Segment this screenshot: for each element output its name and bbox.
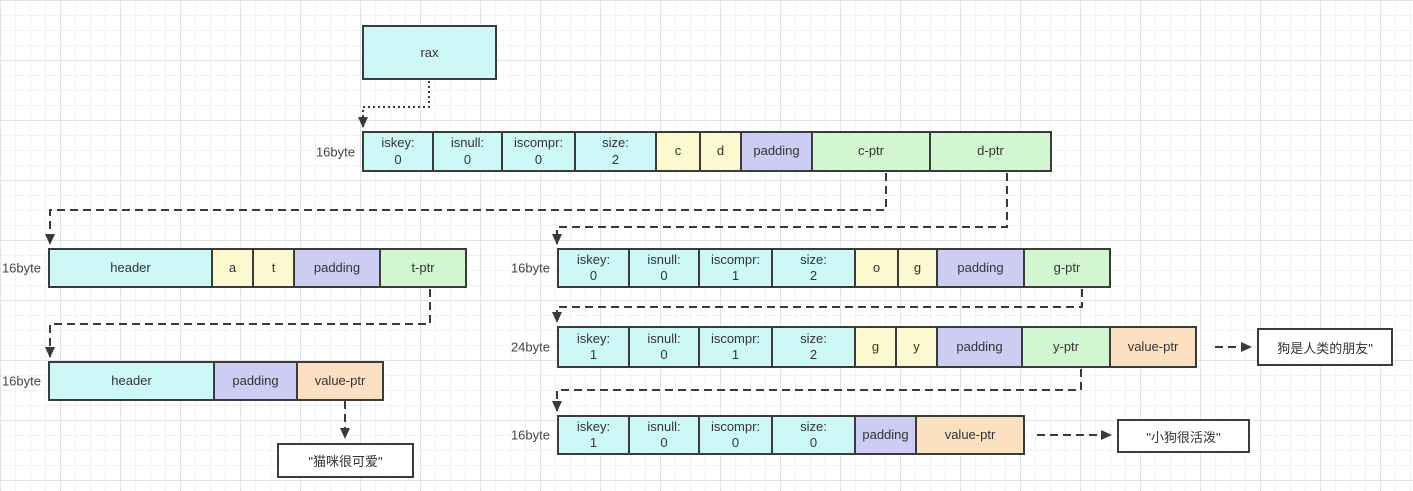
rax-box: rax — [362, 25, 497, 80]
root-node-cell-char-d: d — [699, 131, 742, 172]
puppy-leaf-node-cell-size: size: 0 — [771, 415, 856, 455]
root-node-cell-c-ptr: c-ptr — [811, 131, 931, 172]
cat-leaf-node-cell-header: header — [48, 361, 215, 401]
gy-node-cell-isnull: isnull: 0 — [628, 326, 700, 368]
gy-node-cell-size: size: 2 — [771, 326, 856, 368]
root-node-cell-d-ptr: d-ptr — [929, 131, 1052, 172]
at-node-cell-char-t: t — [252, 248, 295, 288]
gy-node-cell-iskey: iskey: 1 — [557, 326, 630, 368]
t-ptr-to-cat-leaf-node — [45, 289, 431, 358]
og-node-cell-size: size: 2 — [771, 248, 856, 288]
root-node-cell-iskey: iskey: 0 — [362, 131, 434, 172]
cat-leaf-node-cell-value-ptr: value-ptr — [296, 361, 384, 401]
gy-node-cell-y-ptr: y-ptr — [1021, 326, 1111, 368]
cat-value-box: "猫咪很可爱" — [277, 443, 414, 478]
root-node-size-label: 16byte — [315, 144, 355, 159]
g-ptr-to-gy-node — [552, 289, 1083, 323]
at-node-cell-char-a: a — [211, 248, 254, 288]
root-node-cell-padding: padding — [740, 131, 813, 172]
puppy-leaf-node-cell-isnull: isnull: 0 — [628, 415, 700, 455]
cat-leaf-node-cell-padding: padding — [213, 361, 298, 401]
puppy-leaf-node-cell-iscompr: iscompr: 0 — [698, 415, 773, 455]
dog-value-box: 狗是人类的朋友" — [1257, 328, 1393, 366]
gy-node-cell-char-g: g — [854, 326, 897, 368]
puppy-value-box: "小狗很活泼" — [1117, 419, 1250, 453]
at-node-cell-header: header — [48, 248, 213, 288]
gy-node-cell-iscompr: iscompr: 1 — [698, 326, 773, 368]
gy-node-size-label: 24byte — [510, 339, 550, 355]
puppy-leaf-node-cell-value-ptr: value-ptr — [915, 415, 1025, 455]
gy-node-cell-value-ptr: value-ptr — [1109, 326, 1197, 368]
puppy-leaf-node-cell-padding: padding — [854, 415, 917, 455]
gy-node-cell-char-y: y — [895, 326, 938, 368]
y-ptr-to-puppy-leaf-node — [552, 369, 1082, 412]
at-node-size-label: 16byte — [1, 260, 41, 276]
puppy-leaf-node-size-label: 16byte — [510, 427, 550, 443]
d-ptr-to-og-node — [552, 173, 1008, 245]
root-node-cell-size: size: 2 — [574, 131, 657, 172]
root-node-cell-isnull: isnull: 0 — [432, 131, 503, 172]
rax-label: rax — [420, 45, 439, 60]
at-node-cell-t-ptr: t-ptr — [379, 248, 467, 288]
gy-node-cell-padding: padding — [936, 326, 1023, 368]
root-node-cell-char-c: c — [655, 131, 701, 172]
og-node-cell-iscompr: iscompr: 1 — [698, 248, 773, 288]
puppy-leaf-node-cell-iskey: iskey: 1 — [557, 415, 630, 455]
rax-to-root-node — [358, 81, 430, 128]
og-node-cell-isnull: isnull: 0 — [628, 248, 700, 288]
root-node-cell-iscompr: iscompr: 0 — [501, 131, 576, 172]
og-node-cell-char-o: o — [854, 248, 899, 288]
og-node-cell-padding: padding — [936, 248, 1025, 288]
at-node-cell-padding: padding — [293, 248, 381, 288]
c-ptr-to-at-node — [45, 173, 887, 245]
cat-leaf-node-size-label: 16byte — [1, 373, 41, 389]
og-node-cell-iskey: iskey: 0 — [557, 248, 630, 288]
og-node-cell-g-ptr: g-ptr — [1023, 248, 1111, 288]
og-node-cell-char-g: g — [897, 248, 938, 288]
og-node-size-label: 16byte — [510, 260, 550, 276]
